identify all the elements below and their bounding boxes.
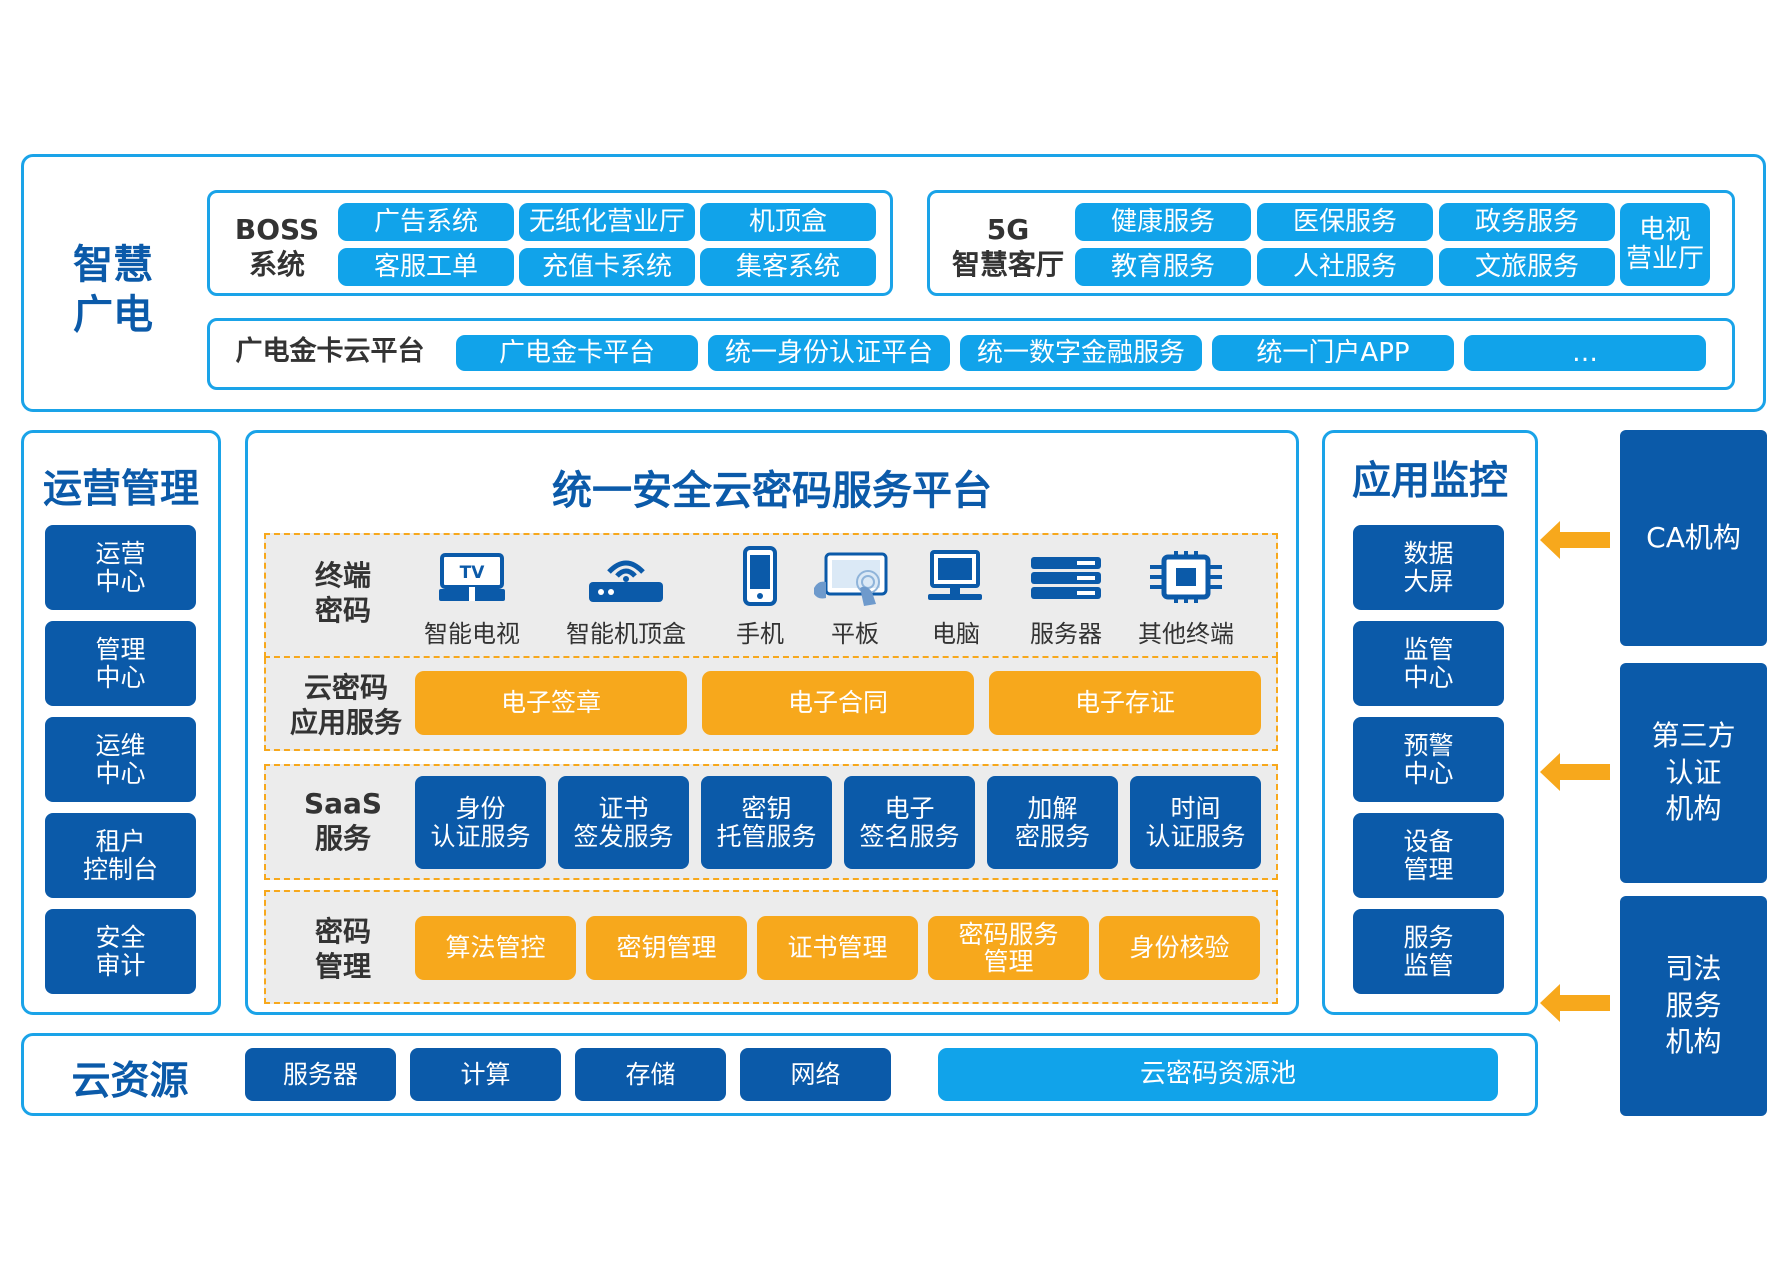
device-label-computer: 电脑 [932,620,980,648]
monitor-title: 应用监控 [1351,459,1508,504]
device-label-tablet: 平板 [831,620,879,648]
boss-item-recharge-card[interactable]: 充值卡系统 [519,248,695,286]
ops-title: 运营管理 [42,467,199,512]
external-judicial[interactable]: 司法 服务 机构 [1620,896,1767,1116]
boss-item-service-ticket[interactable]: 客服工单 [338,248,514,286]
saas-item-cert-issue[interactable]: 证书 签发服务 [558,776,689,869]
boss-item-paperless-hall[interactable]: 无纸化营业厅 [519,203,695,241]
gold-card-item-finance[interactable]: 统一数字金融服务 [960,335,1202,371]
server-icon [1029,555,1103,601]
computer-icon [926,550,984,602]
gold-card-label: 广电金卡云平台 [235,336,425,367]
ops-item-maintenance-center[interactable]: 运维 中心 [45,717,196,802]
monitor-item-dashboard[interactable]: 数据 大屏 [1353,525,1504,610]
saas-item-encryption[interactable]: 加解 密服务 [987,776,1118,869]
arrow-left-icon [1540,521,1610,559]
smart-broadcast-title: 智慧 广电 [73,242,153,338]
saas-item-identity-auth[interactable]: 身份 认证服务 [415,776,546,869]
gold-card-item-more[interactable]: … [1464,335,1706,371]
device-label-set-top-box: 智能机顶盒 [566,620,686,648]
app-item-e-contract[interactable]: 电子合同 [702,671,974,735]
monitor-item-device-mgmt[interactable]: 设备 管理 [1353,813,1504,898]
resource-item-server[interactable]: 服务器 [245,1048,396,1101]
app-item-e-evidence[interactable]: 电子存证 [989,671,1261,735]
resource-item-compute[interactable]: 计算 [410,1048,561,1101]
set-top-box-icon [587,550,665,604]
monitor-item-alert-center[interactable]: 预警 中心 [1353,717,1504,802]
device-label-other: 其他终端 [1138,620,1234,648]
external-ca[interactable]: CA机构 [1620,430,1767,646]
device-label-server: 服务器 [1030,620,1102,648]
ops-item-management-center[interactable]: 管理 中心 [45,621,196,706]
tablet-icon [812,552,892,608]
chip-icon [1148,551,1224,603]
hall-item-government[interactable]: 政务服务 [1439,203,1615,241]
gold-card-item-platform[interactable]: 广电金卡平台 [456,335,698,371]
external-third-party[interactable]: 第三方 认证 机构 [1620,663,1767,883]
phone-icon [742,546,778,606]
saas-label: SaaS 服务 [303,787,383,855]
resource-item-crypto-pool[interactable]: 云密码资源池 [938,1048,1498,1101]
hall-item-medical[interactable]: 医保服务 [1257,203,1433,241]
arrow-left-icon [1540,984,1610,1022]
device-label-smart-tv: 智能电视 [424,620,520,648]
cloud-resource-title: 云资源 [71,1059,189,1104]
monitor-item-service-supervision[interactable]: 服务 监管 [1353,909,1504,994]
app-service-label: 云密码 应用服务 [289,671,402,739]
hall-item-tv-hall[interactable]: 电视 营业厅 [1620,203,1710,286]
tv-badge: TV [460,563,486,583]
hall-item-social[interactable]: 人社服务 [1257,248,1433,286]
gold-card-item-identity[interactable]: 统一身份认证平台 [708,335,950,371]
hall-item-culture[interactable]: 文旅服务 [1439,248,1615,286]
5g-hall-label: 5G 智慧客厅 [951,213,1064,281]
boss-item-ad-system[interactable]: 广告系统 [338,203,514,241]
mgmt-item-identity-check[interactable]: 身份核验 [1099,916,1260,980]
boss-label: BOSS 系统 [234,213,320,281]
terminal-label: 终端 密码 [314,559,371,627]
mgmt-item-crypto-service[interactable]: 密码服务 管理 [928,916,1089,980]
boss-item-set-top-box[interactable]: 机顶盒 [700,203,876,241]
mgmt-item-key[interactable]: 密钥管理 [586,916,747,980]
saas-item-key-escrow[interactable]: 密钥 托管服务 [701,776,832,869]
mgmt-item-algorithm[interactable]: 算法管控 [415,916,576,980]
ops-item-security-audit[interactable]: 安全 审计 [45,909,196,994]
saas-item-e-signature[interactable]: 电子 签名服务 [844,776,975,869]
platform-title: 统一安全云密码服务平台 [552,468,992,514]
resource-item-network[interactable]: 网络 [740,1048,891,1101]
gold-card-item-portal-app[interactable]: 统一门户APP [1212,335,1454,371]
ops-item-tenant-console[interactable]: 租户 控制台 [45,813,196,898]
hall-item-health[interactable]: 健康服务 [1075,203,1251,241]
crypto-mgmt-label: 密码 管理 [314,915,371,983]
ops-item-operation-center[interactable]: 运营 中心 [45,525,196,610]
device-label-phone: 手机 [736,620,784,648]
mgmt-item-certificate[interactable]: 证书管理 [757,916,918,980]
monitor-item-supervision-center[interactable]: 监管 中心 [1353,621,1504,706]
hall-item-education[interactable]: 教育服务 [1075,248,1251,286]
boss-item-group-customer[interactable]: 集客系统 [700,248,876,286]
tv-icon: TV [439,553,505,603]
arrow-left-icon [1540,753,1610,791]
app-item-e-seal[interactable]: 电子签章 [415,671,687,735]
resource-item-storage[interactable]: 存储 [575,1048,726,1101]
saas-item-timestamp[interactable]: 时间 认证服务 [1130,776,1261,869]
